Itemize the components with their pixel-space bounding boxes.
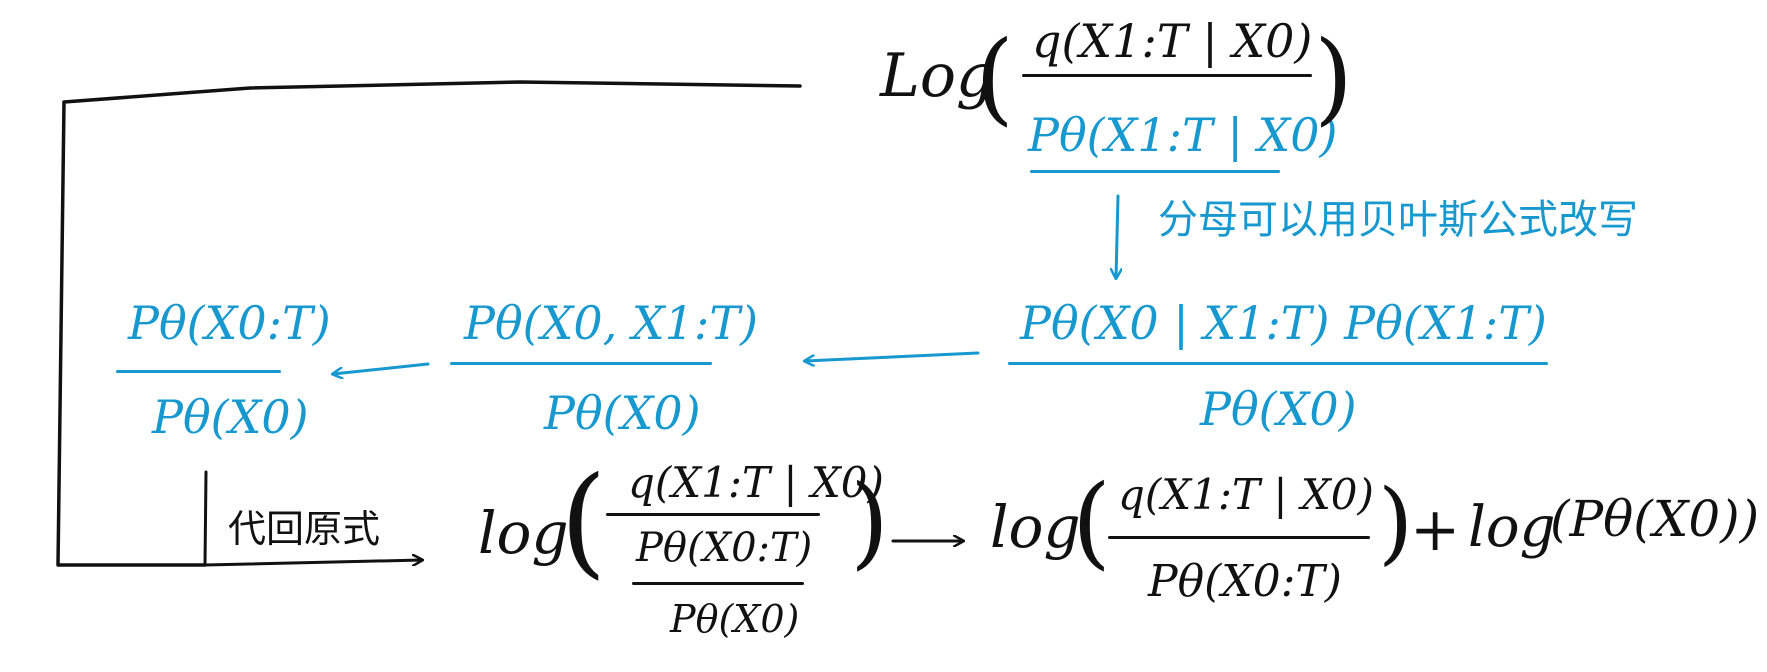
bottom-left-inner-denominator: Pθ(X0) <box>670 597 800 641</box>
rewrite-down-arrow <box>1116 194 1118 278</box>
bayes-numerator: Pθ(X0 | X1:T) Pθ(X1:T) <box>1020 296 1547 350</box>
top-close-paren: ) <box>1314 19 1354 136</box>
joint-full-fraction-bar <box>116 370 281 373</box>
joint-numerator: Pθ(X0, X1:T) <box>464 296 758 350</box>
joint-fraction-bar <box>450 362 712 365</box>
bottom-left-numerator: q(X1:T | X0) <box>628 458 884 507</box>
top-numerator: q(X1:T | X0) <box>1032 14 1313 68</box>
joint-full-numerator: Pθ(X0:T) <box>128 296 331 350</box>
bottom-left-open-paren: ( <box>560 452 607 591</box>
top-fraction-bar <box>1022 74 1312 77</box>
bottom-right-denominator: Pθ(X0:T) <box>1148 556 1342 607</box>
bayes-denominator: Pθ(X0) <box>1200 382 1357 436</box>
bottom-left-close-paren: ) <box>850 463 890 580</box>
substitute-tick <box>203 470 208 567</box>
bottom-right-open-paren: ( <box>1072 463 1112 580</box>
top-open-paren: ( <box>975 19 1015 136</box>
joint-full-denominator: Pθ(X0) <box>152 390 309 444</box>
top-denominator-underline <box>1030 170 1280 173</box>
bottom-left-inner-bar <box>632 582 804 585</box>
bottom-right-close-paren: ) <box>1378 470 1414 575</box>
bayes-fraction-bar <box>1008 362 1548 365</box>
bayes-to-joint-arrow <box>805 351 980 361</box>
bottom-right-term: (Pθ(X0)) <box>1550 490 1760 548</box>
bottom-right-plus: + <box>1410 495 1461 565</box>
bottom-left-inner-numerator: Pθ(X0:T) <box>636 525 813 571</box>
bottom-right-log2: log <box>1468 495 1556 560</box>
joint-to-full-arrow <box>333 362 430 374</box>
loop-connector <box>56 80 802 567</box>
bottom-right-log: log <box>990 493 1081 561</box>
bottom-left-log: log <box>478 499 569 567</box>
top-log: Log <box>880 41 995 111</box>
bottom-left-main-bar <box>606 513 820 516</box>
bottom-right-numerator: q(X1:T | X0) <box>1118 470 1374 519</box>
substitute-label: 代回原式 <box>228 507 381 551</box>
bottom-right-fraction-bar <box>1108 536 1370 539</box>
rewrite-note: 分母可以用贝叶斯公式改写 <box>1158 197 1638 243</box>
joint-denominator: Pθ(X0) <box>544 386 701 440</box>
top-denominator: Pθ(X1:T | X0) <box>1028 108 1338 162</box>
substitute-arrow <box>203 560 422 567</box>
